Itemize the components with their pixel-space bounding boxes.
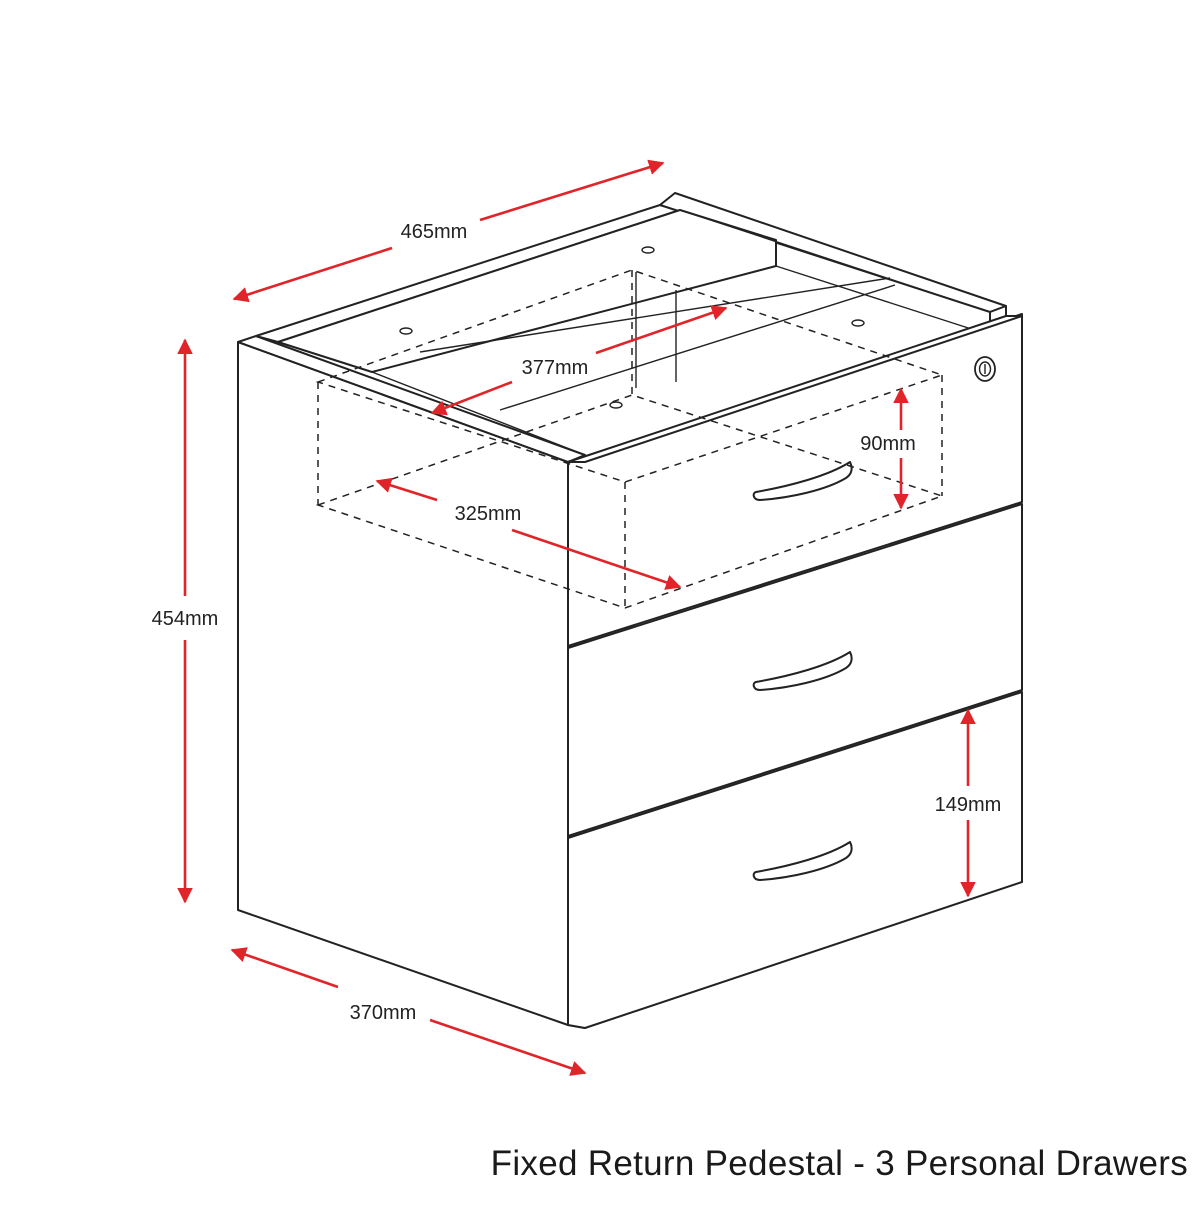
overall-height-label: 454mm <box>152 608 219 630</box>
bottom-drawer-front <box>567 691 1023 1029</box>
screw-hole <box>851 319 865 327</box>
drawer-box-outline <box>315 269 945 609</box>
depth-arrow-left <box>230 947 339 989</box>
drawer-handle-icon <box>752 651 853 691</box>
drawer-front-height-label: 149mm <box>935 794 1002 816</box>
drawer-handle-icon <box>752 461 853 501</box>
drawer-width-arrow-right <box>511 528 682 590</box>
top-drawer-front-lip <box>567 315 1023 463</box>
drawer-depth-arrow-left <box>430 380 513 416</box>
screw-hole <box>641 246 655 254</box>
overall-width-label: 465mm <box>401 221 468 243</box>
inner-rail-lines <box>371 209 991 456</box>
drawer-width-label: 325mm <box>455 503 522 525</box>
screw-hole <box>399 327 413 335</box>
screw-hole <box>609 401 623 409</box>
middle-drawer-front <box>567 503 1023 837</box>
inner-back-board <box>277 209 777 373</box>
dimension-labels: 465mm 377mm 90mm 325mm 454mm 149mm 370mm <box>152 221 1002 1024</box>
overall-depth-label: 370mm <box>350 1002 417 1024</box>
drawer-height-label: 90mm <box>860 433 916 455</box>
drawer-width-arrow-left <box>375 477 438 502</box>
lock-icon <box>974 356 996 382</box>
drawer-handle-icon <box>752 841 853 881</box>
width-arrow-left <box>232 246 393 303</box>
cabinet-body <box>237 192 1007 1026</box>
inner-shelf-line <box>499 284 896 411</box>
depth-arrow-right <box>429 1018 587 1076</box>
drawer-fronts <box>567 313 1023 1029</box>
drawer-box-bottom <box>315 394 945 609</box>
diagram-title: Fixed Return Pedestal - 3 Personal Drawe… <box>490 1144 1188 1183</box>
width-arrow-right <box>479 159 665 222</box>
drawer-depth-arrow-right <box>595 305 728 355</box>
drawer-depth-label: 377mm <box>522 357 589 379</box>
dimension-arrows <box>177 159 976 1076</box>
drawer-box-top <box>315 269 945 483</box>
